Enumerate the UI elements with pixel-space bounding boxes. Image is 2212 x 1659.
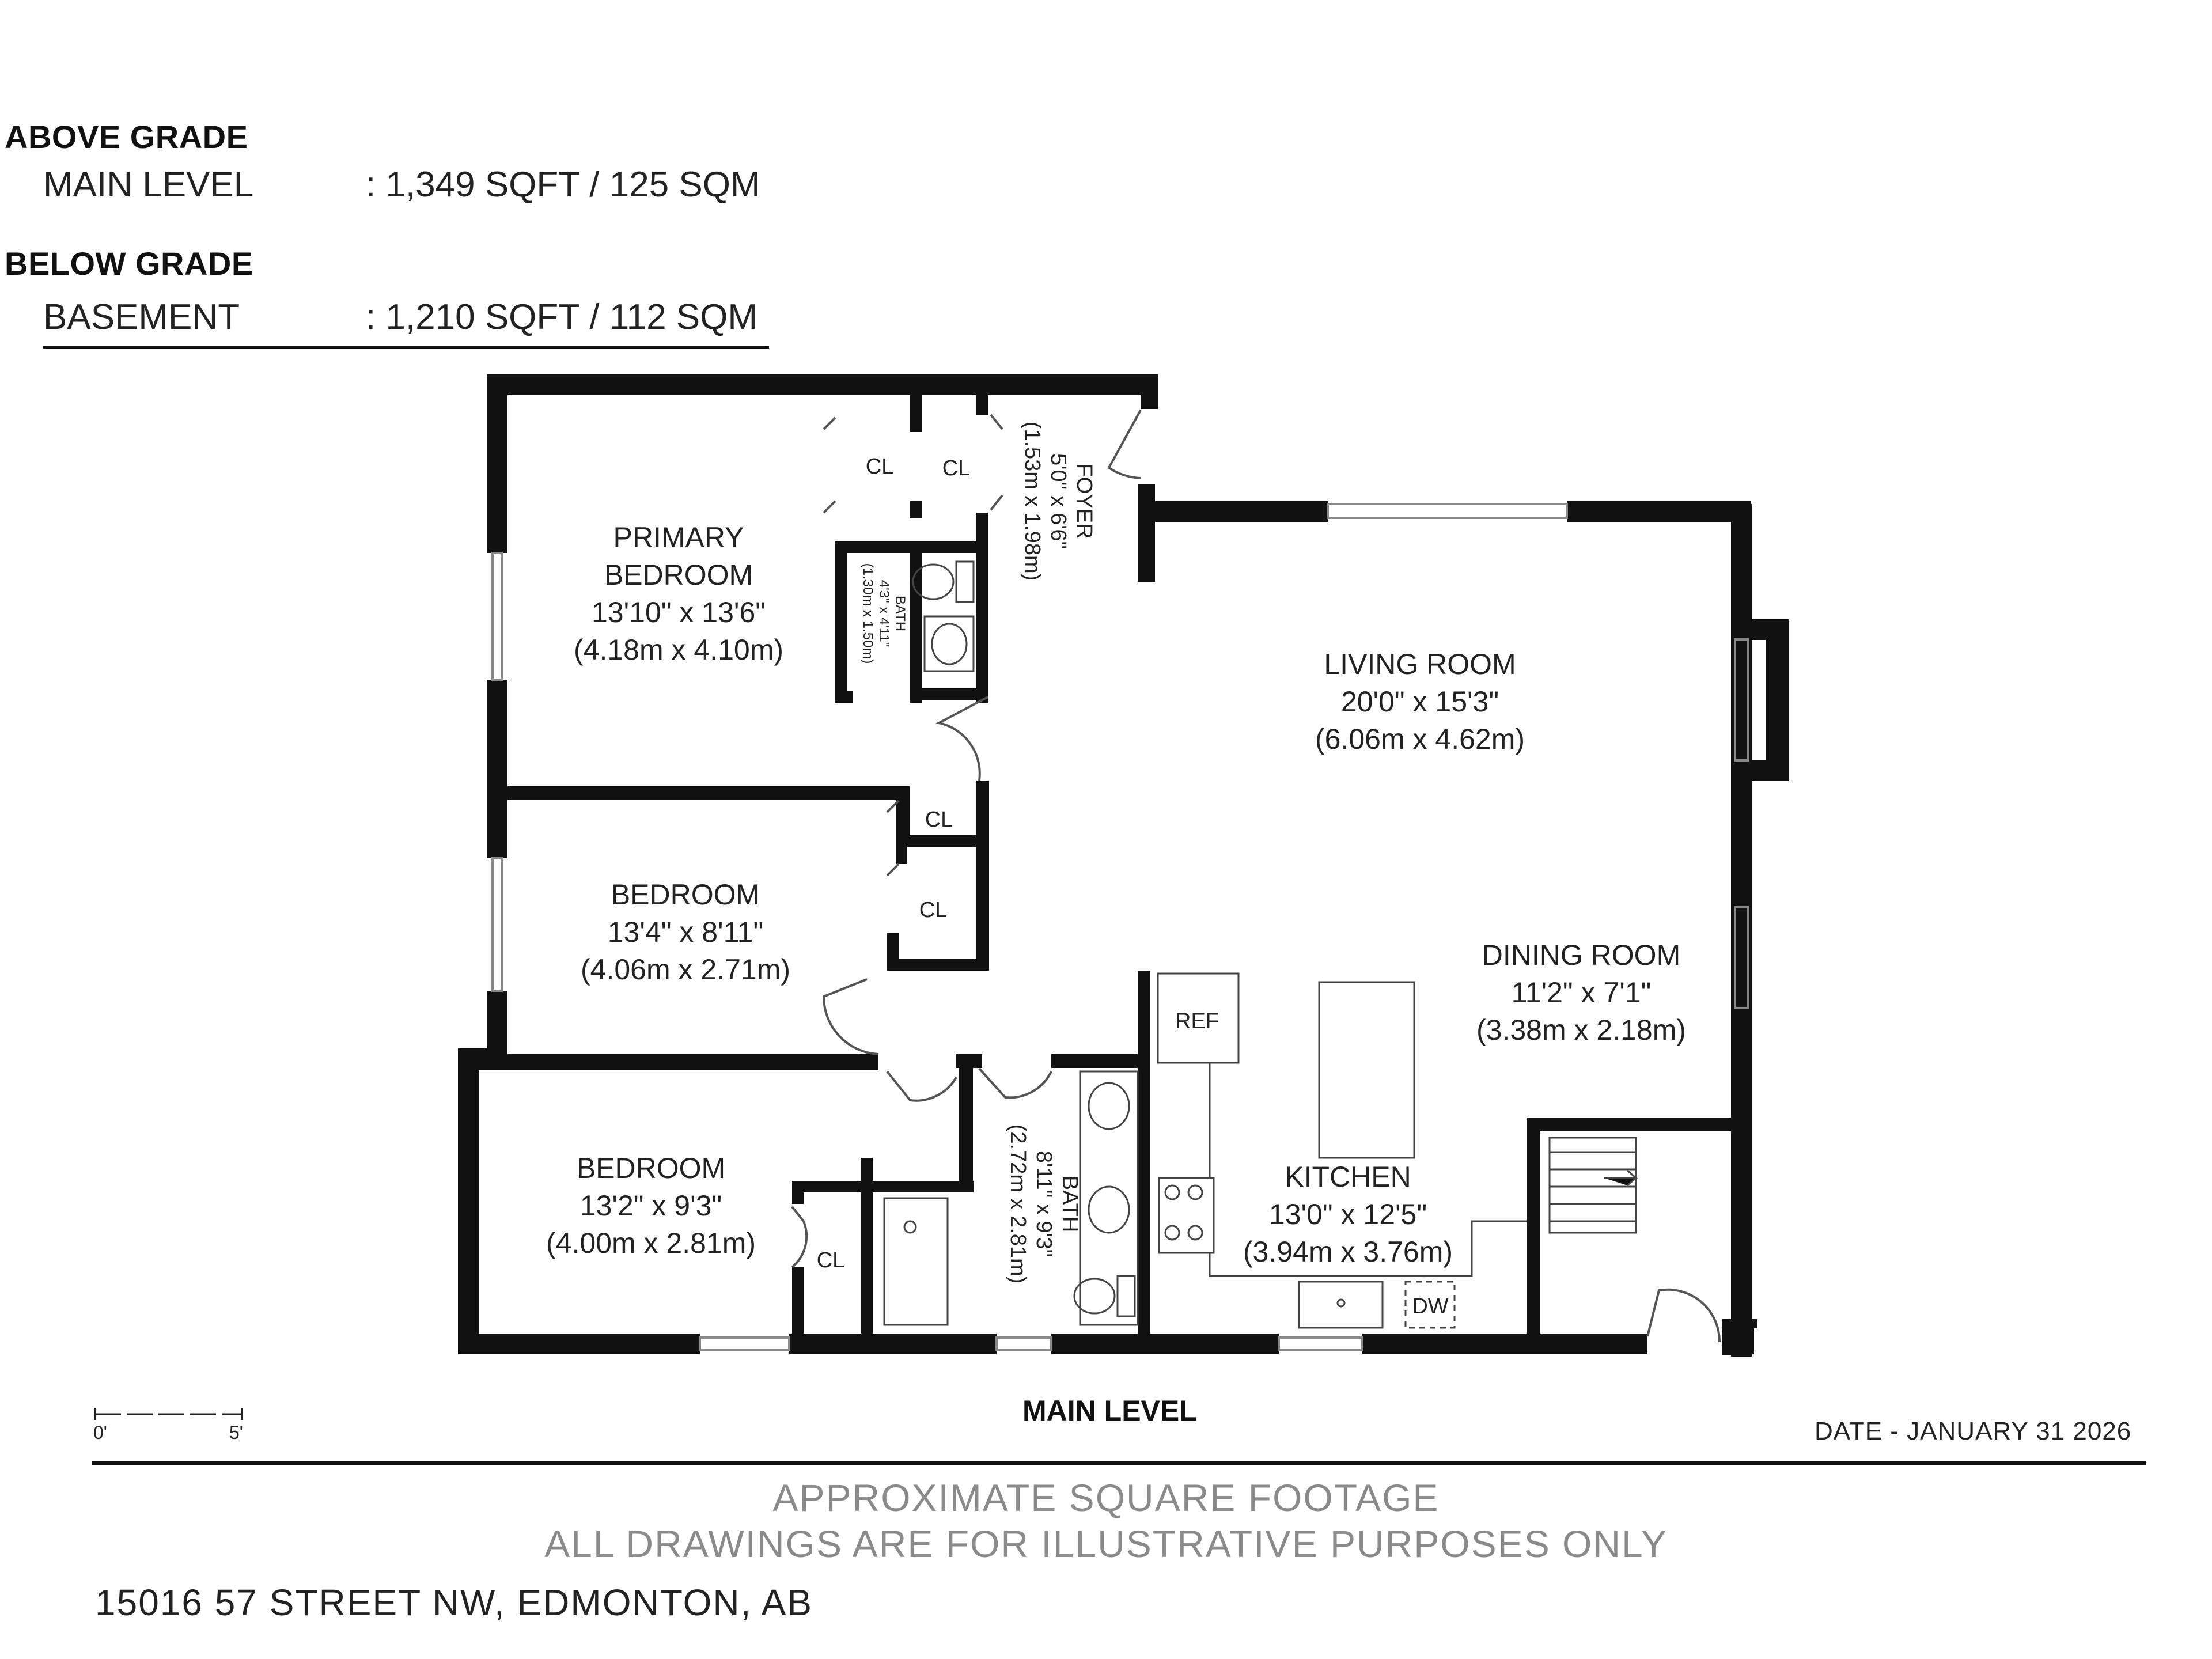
above-grade-heading: ABOVE GRADE — [5, 119, 248, 155]
bedroom-2-dims-metric: (4.06m x 2.71m) — [581, 953, 790, 986]
kitchen-dims-metric: (3.94m x 3.76m) — [1243, 1236, 1453, 1268]
ensuite-bath-name: BATH — [892, 596, 908, 631]
bedroom-3-dims: 13'2" x 9'3" — [580, 1190, 722, 1222]
foyer-dims: 5'0" x 6'6" — [1046, 453, 1070, 549]
living-room-dims-metric: (6.06m x 4.62m) — [1315, 723, 1525, 755]
bath-toilet-icon — [1073, 1278, 1116, 1315]
foyer-dims-metric: (1.53m x 1.98m) — [1020, 422, 1044, 581]
scale-start-label: 0' — [93, 1422, 107, 1443]
main-level-area-label: MAIN LEVEL — [43, 165, 254, 204]
closet-label: CL — [925, 808, 953, 832]
primary-bedroom-name-2: BEDROOM — [604, 559, 753, 591]
disclaimer-line-2: ALL DRAWINGS ARE FOR ILLUSTRATIVE PURPOS… — [544, 1522, 1668, 1565]
main-bath-name: BATH — [1058, 1176, 1082, 1233]
main-bath-dims: 8'11" x 9'3" — [1032, 1151, 1056, 1257]
rotated-labels: FOYER 5'0" x 6'6" (1.53m x 1.98m) BATH 4… — [860, 422, 1096, 1284]
main-level-area-value: : 1,349 SQFT / 125 SQM — [366, 165, 760, 204]
bath-sink-icon-2 — [1088, 1185, 1130, 1234]
stairs-icon — [1548, 1137, 1637, 1234]
closet-label: CL — [817, 1248, 845, 1272]
foyer-name: FOYER — [1072, 464, 1096, 539]
stair-arrow-icon — [1604, 1169, 1639, 1187]
fridge-icon — [1157, 972, 1240, 1064]
dining-room-dims-metric: (3.38m x 2.18m) — [1476, 1014, 1686, 1046]
kitchen-sink-icon — [1298, 1281, 1384, 1329]
dishwasher-icon — [1404, 1281, 1456, 1329]
room-labels: PRIMARY BEDROOM 13'10" x 13'6" (4.18m x … — [546, 454, 1686, 1319]
property-address: 15016 57 STREET NW, EDMONTON, AB — [95, 1582, 813, 1623]
scale-bar: 0' 5' — [93, 1408, 243, 1443]
closet-label: CL — [942, 456, 971, 480]
below-grade-heading: BELOW GRADE — [5, 245, 253, 282]
closet-label: CL — [866, 454, 894, 479]
interior-walls — [478, 386, 1740, 1345]
fixtures — [883, 560, 1639, 1329]
primary-bedroom-dims: 13'10" x 13'6" — [592, 596, 766, 628]
bedroom-2-dims: 13'4" x 8'11" — [608, 916, 764, 948]
kitchen-dims: 13'0" x 12'5" — [1269, 1198, 1427, 1230]
area-divider — [43, 346, 769, 349]
bath-sink-icon — [1088, 1082, 1130, 1130]
dining-room-dims: 11'2" x 7'1" — [1512, 976, 1652, 1009]
disclaimer-line-1: APPROXIMATE SQUARE FOOTAGE — [772, 1476, 1440, 1519]
closet-label: CL — [919, 898, 948, 922]
ensuite-sink-icon — [923, 615, 975, 672]
ensuite-bath-dims-metric: (1.30m x 1.50m) — [860, 563, 876, 664]
ensuite-bath-dims: 4'3" x 4'11" — [876, 580, 892, 647]
dw-label: DW — [1412, 1294, 1448, 1319]
ref-label: REF — [1175, 1009, 1219, 1033]
bathtub-icon — [883, 1197, 949, 1326]
kitchen-name: KITCHEN — [1285, 1161, 1411, 1193]
date-label: DATE - JANUARY 31 2026 — [1815, 1417, 2132, 1445]
main-bath-dims-metric: (2.72m x 2.81m) — [1006, 1124, 1030, 1284]
stove-icon — [1158, 1177, 1215, 1254]
primary-bedroom-name-1: PRIMARY — [613, 521, 744, 554]
dining-room-name: DINING ROOM — [1482, 939, 1680, 971]
doors — [791, 410, 1721, 1343]
basement-area-label: BASEMENT — [43, 297, 240, 337]
kitchen-island — [1318, 981, 1415, 1159]
bedroom-3-dims-metric: (4.00m x 2.81m) — [546, 1227, 756, 1259]
ensuite-toilet-icon — [912, 563, 955, 600]
living-room-name: LIVING ROOM — [1324, 648, 1516, 680]
bedroom-3-name: BEDROOM — [577, 1152, 725, 1184]
scale-end-label: 5' — [229, 1422, 243, 1443]
primary-bedroom-dims-metric: (4.18m x 4.10m) — [574, 634, 783, 666]
bedroom-2-name: BEDROOM — [611, 878, 760, 911]
living-room-dims: 20'0" x 15'3" — [1341, 685, 1499, 718]
basement-area-value: : 1,210 SQFT / 112 SQM — [366, 297, 758, 337]
level-title: MAIN LEVEL — [1022, 1395, 1197, 1427]
footer-divider — [92, 1461, 2146, 1465]
windows — [491, 503, 1749, 1351]
